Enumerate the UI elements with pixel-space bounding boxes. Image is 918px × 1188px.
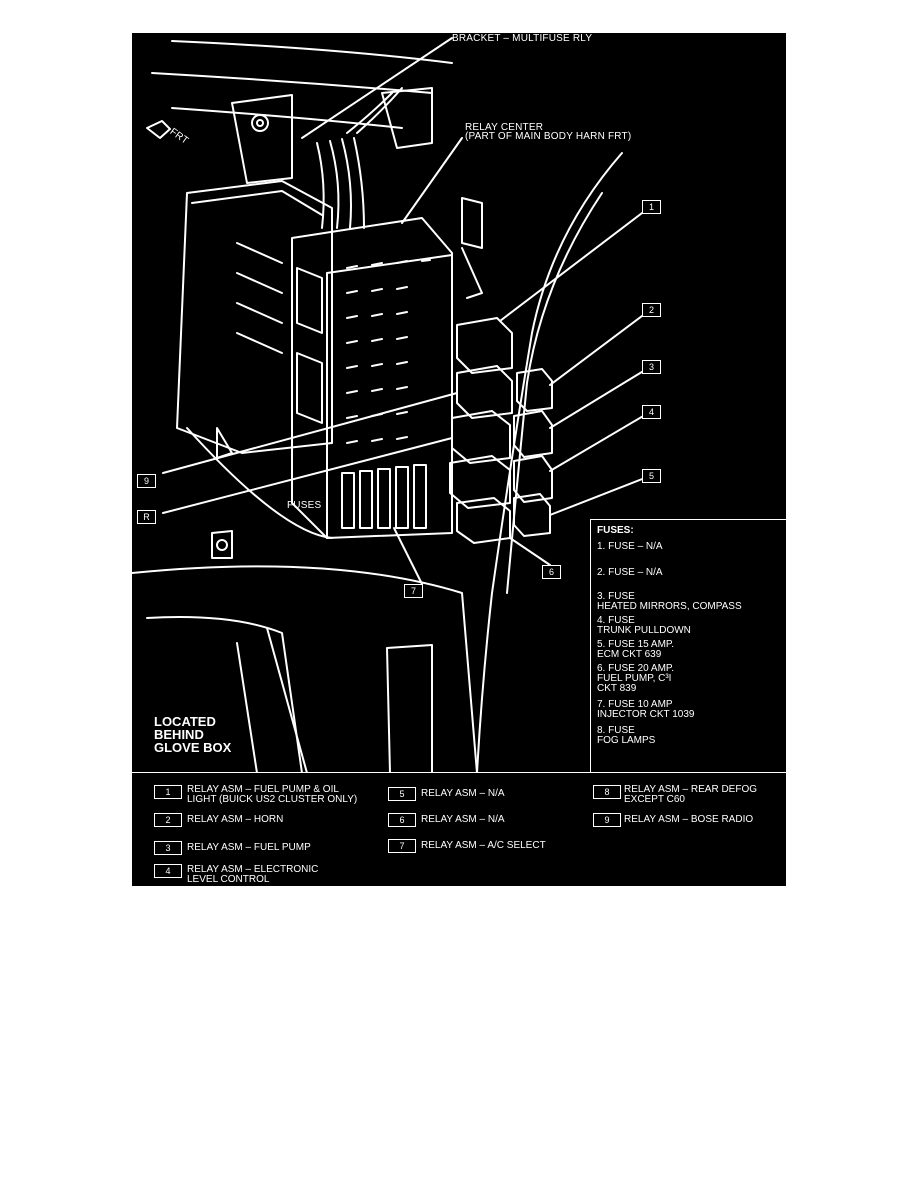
legend-number: 6 bbox=[388, 813, 416, 827]
fuse-item: 5. FUSE 15 AMP. ECM CKT 639 bbox=[597, 639, 675, 660]
relay-1 bbox=[456, 317, 513, 374]
fuse-item: 7. FUSE 10 AMP INJECTOR CKT 1039 bbox=[597, 699, 695, 720]
bracket-label: BRACKET – MULTIFUSE RLY bbox=[452, 33, 593, 44]
callout-R: R bbox=[137, 510, 156, 524]
fuse-item: 6. FUSE 20 AMP. FUEL PUMP, C³I CKT 839 bbox=[597, 663, 675, 694]
leader-R bbox=[162, 437, 453, 514]
glove-box-panel bbox=[386, 644, 433, 773]
legend-number: 9 bbox=[593, 813, 621, 827]
legend-text: RELAY ASM – FUEL PUMP bbox=[187, 842, 311, 853]
relay-legend: 1 RELAY ASM – FUEL PUMP & OIL LIGHT (BUI… bbox=[132, 772, 786, 886]
legend-text: RELAY ASM – REAR DEFOG EXCEPT C60 bbox=[624, 784, 758, 805]
leader-6 bbox=[509, 537, 551, 566]
leader-5 bbox=[549, 475, 651, 516]
fuse-item: 3. FUSE HEATED MIRRORS, COMPASS bbox=[597, 591, 742, 612]
callout-5: 5 bbox=[642, 469, 661, 483]
relay-7 bbox=[449, 455, 511, 509]
leader-3 bbox=[549, 366, 651, 429]
legend-text: RELAY ASM – N/A bbox=[421, 814, 505, 825]
fuse-item: 4. FUSE TRUNK PULLDOWN bbox=[597, 615, 691, 636]
leader-2 bbox=[549, 309, 651, 386]
leader-relay-center bbox=[401, 137, 463, 224]
located-line-2: BEHIND bbox=[154, 727, 204, 742]
legend-number: 1 bbox=[154, 785, 182, 799]
legend-text: RELAY ASM – BOSE RADIO bbox=[624, 814, 754, 825]
legend-number: 7 bbox=[388, 839, 416, 853]
bracket-plate bbox=[231, 94, 293, 184]
fuses-label: FUSES bbox=[287, 500, 322, 511]
located-line-3: GLOVE BOX bbox=[154, 740, 232, 755]
fuses-panel: FUSES: 1. FUSE – N/A 2. FUSE – N/A 3. FU… bbox=[590, 519, 786, 773]
relay-center-block bbox=[291, 217, 453, 539]
callout-9: 9 bbox=[137, 474, 156, 488]
legend-number: 3 bbox=[154, 841, 182, 855]
fuse-item: 2. FUSE – N/A bbox=[597, 567, 663, 578]
leader-1 bbox=[499, 206, 651, 322]
dash-edge-line bbox=[171, 40, 453, 64]
fuse-item: 8. FUSE FOG LAMPS bbox=[597, 725, 656, 746]
leader-bracket bbox=[301, 37, 453, 139]
relay-center-label-1: RELAY CENTER bbox=[465, 122, 544, 133]
located-line-1: LOCATED bbox=[154, 714, 216, 729]
relay-2 bbox=[516, 368, 553, 412]
fuses-panel-title: FUSES: bbox=[597, 525, 634, 536]
legend-text: RELAY ASM – FUEL PUMP & OIL LIGHT (BUICK… bbox=[187, 784, 358, 805]
leader-7 bbox=[393, 527, 423, 585]
trim-edge bbox=[476, 152, 623, 773]
legend-number: 5 bbox=[388, 787, 416, 801]
wire-harness bbox=[316, 137, 365, 229]
callout-3: 3 bbox=[642, 360, 661, 374]
dash-edge-line bbox=[171, 107, 403, 129]
diagram-artwork bbox=[132, 37, 651, 773]
relay-9 bbox=[456, 365, 513, 419]
leader-4 bbox=[549, 411, 651, 472]
callout-7: 7 bbox=[404, 584, 423, 598]
dash-edge-line bbox=[151, 72, 433, 94]
housing bbox=[176, 180, 333, 454]
fuses-row bbox=[341, 464, 427, 529]
relay-center-label-2: (PART OF MAIN BODY HARN FRT) bbox=[465, 131, 632, 142]
front-arrow-icon bbox=[146, 120, 171, 139]
fuse-slots bbox=[346, 259, 431, 444]
legend-number: 2 bbox=[154, 813, 182, 827]
legend-number: 8 bbox=[593, 785, 621, 799]
relay-R bbox=[451, 410, 511, 464]
relay-center-diagram: BRACKET – MULTIFUSE RLY FRT RELAY CENTER… bbox=[132, 33, 786, 886]
legend-text: RELAY ASM – N/A bbox=[421, 788, 505, 799]
fuse-item: 1. FUSE – N/A bbox=[597, 541, 663, 552]
callout-6: 6 bbox=[542, 565, 561, 579]
legend-text: RELAY ASM – A/C SELECT bbox=[421, 840, 546, 851]
callout-1: 1 bbox=[642, 200, 661, 214]
relay-4 bbox=[513, 455, 553, 503]
callout-4: 4 bbox=[642, 405, 661, 419]
callout-2: 2 bbox=[642, 303, 661, 317]
bracket-bolt bbox=[251, 114, 269, 132]
bracket-bolt bbox=[256, 119, 264, 127]
legend-number: 4 bbox=[154, 864, 182, 878]
leader-9 bbox=[162, 392, 458, 474]
legend-text: RELAY ASM – ELECTRONIC LEVEL CONTROL bbox=[187, 864, 319, 885]
legend-text: RELAY ASM – HORN bbox=[187, 814, 284, 825]
